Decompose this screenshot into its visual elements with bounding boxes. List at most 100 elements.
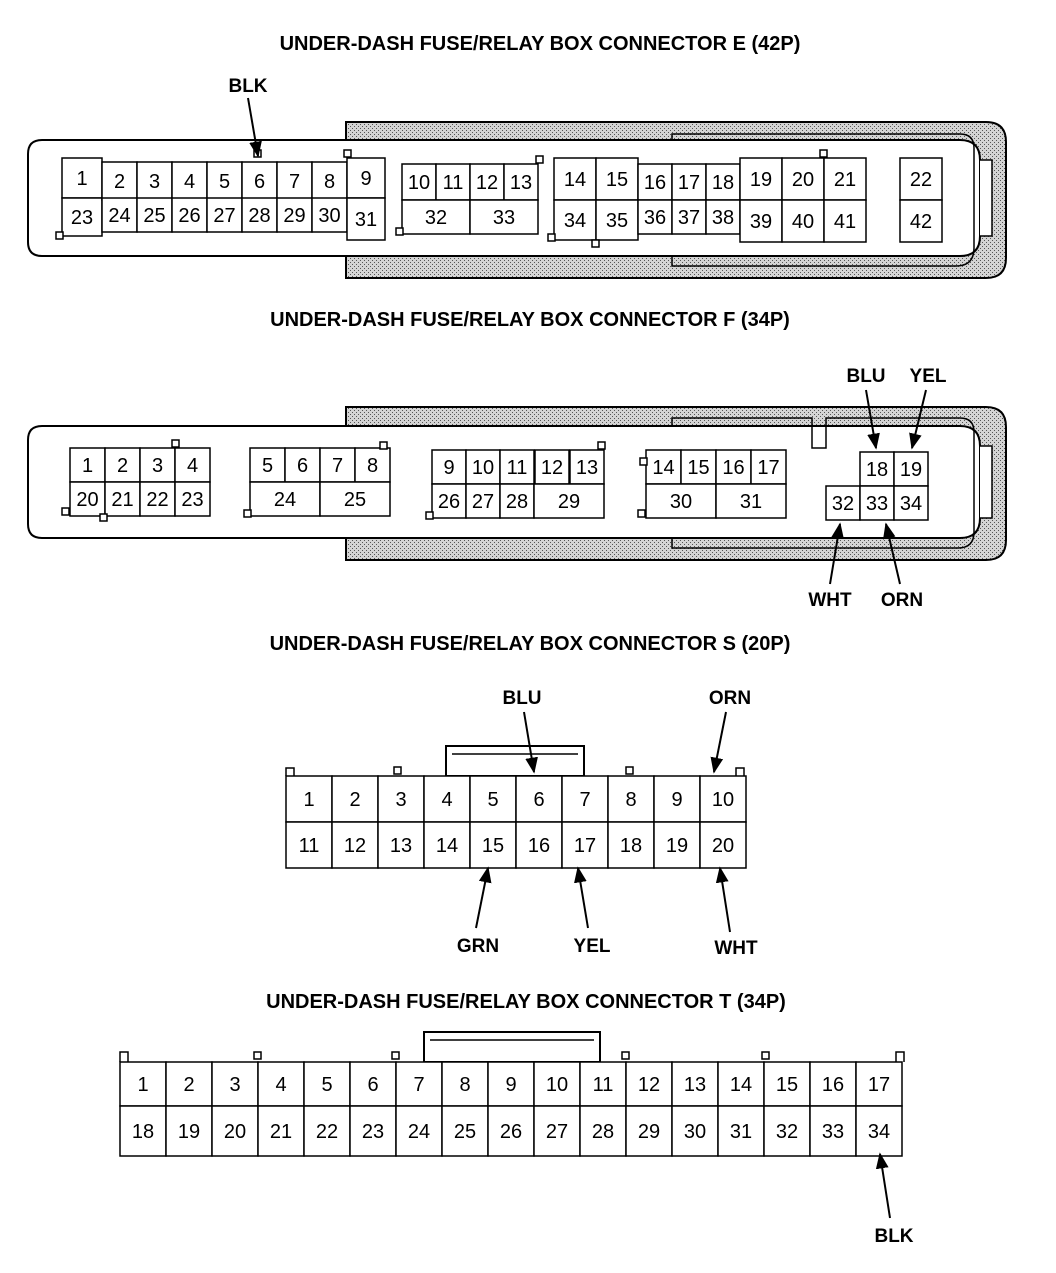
pin-label: 4	[441, 789, 452, 811]
pin-cell: 4	[257, 1061, 305, 1107]
pin-label: 22	[910, 169, 932, 191]
pin-cell: 29	[533, 483, 605, 519]
pin-label: 14	[730, 1074, 752, 1096]
pin-label: 13	[684, 1074, 706, 1096]
pin-label: 31	[740, 491, 762, 513]
pin-cell: 23	[174, 481, 211, 517]
pin-cell: 12	[625, 1061, 673, 1107]
pin-cell: 18	[705, 163, 741, 201]
pin-label: 42	[910, 211, 932, 233]
pin-label: 20	[712, 835, 734, 857]
pin-cell: 15	[680, 449, 717, 485]
pin-cell: 2	[101, 161, 138, 201]
pin-cell: 30	[671, 1105, 719, 1157]
pin-label: 15	[776, 1074, 798, 1096]
wire-arrow-s-blu	[523, 711, 538, 774]
pin-label: 21	[111, 489, 133, 511]
pin-label: 2	[114, 171, 125, 193]
pin-label: 38	[712, 207, 734, 229]
pin-label: 3	[395, 789, 406, 811]
pin-label: 7	[413, 1074, 424, 1096]
pin-cell: 22	[899, 157, 943, 201]
pin-label: 31	[355, 209, 377, 231]
wire-label-f-yel: YEL	[910, 366, 947, 387]
pin-label: 12	[541, 457, 563, 479]
pin-cell: 28	[499, 483, 535, 519]
pin-cell: 33	[469, 199, 539, 235]
pin-label: 27	[472, 491, 494, 513]
pin-label: 40	[792, 211, 814, 233]
pin-cell: 34	[855, 1105, 903, 1157]
pin-label: 5	[262, 455, 273, 477]
pin-cell: 16	[715, 449, 752, 485]
pin-cell: 28	[579, 1105, 627, 1157]
pin-cell: 17	[671, 163, 707, 201]
pin-cell: 29	[276, 197, 313, 233]
wire-label-s-yel: YEL	[574, 936, 611, 957]
wire-label-f-wht: WHT	[808, 590, 852, 611]
pin-cell: 32	[825, 485, 861, 521]
pin-cell: 24	[101, 197, 138, 233]
pin-label: 30	[670, 491, 692, 513]
pin-label: 8	[459, 1074, 470, 1096]
pin-label: 23	[71, 207, 93, 229]
pin-cell: 8	[354, 447, 391, 483]
pin-label: 9	[443, 457, 454, 479]
pin-label: 6	[367, 1074, 378, 1096]
pin-label: 10	[472, 457, 494, 479]
wire-arrow-f-yel	[909, 389, 927, 450]
pin-cell: 33	[859, 485, 895, 521]
pin-label: 18	[866, 459, 888, 481]
pin-label: 13	[510, 172, 532, 194]
pin-cell: 18	[859, 451, 895, 487]
pin-cell: 15	[469, 821, 517, 869]
pin-cell: 25	[441, 1105, 489, 1157]
pin-cell: 20	[781, 157, 825, 201]
pin-cell: 10	[699, 775, 747, 823]
pin-cell: 12	[469, 163, 505, 201]
lock-tab	[395, 227, 404, 236]
pin-label: 18	[620, 835, 642, 857]
pin-cell: 6	[284, 447, 321, 483]
wire-label-s-orn: ORN	[709, 688, 751, 709]
lock-tab	[379, 441, 388, 450]
pin-cell: 22	[303, 1105, 351, 1157]
pin-cell: 12	[534, 449, 570, 485]
pin-cell: 2	[165, 1061, 213, 1107]
lock-tab	[253, 1051, 262, 1060]
pin-label: 17	[757, 457, 779, 479]
pin-label: 33	[866, 493, 888, 515]
pin-cell: 27	[533, 1105, 581, 1157]
wire-arrow-s-grn	[475, 866, 492, 929]
pin-cell: 12	[331, 821, 379, 869]
pin-label: 1	[76, 168, 87, 190]
wire-label-s-blu: BLU	[502, 688, 541, 709]
pin-label: 12	[476, 172, 498, 194]
pin-cell: 21	[257, 1105, 305, 1157]
pin-label: 12	[638, 1074, 660, 1096]
wire-label-f-blu: BLU	[846, 366, 885, 387]
pin-label: 14	[436, 835, 458, 857]
pin-cell: 17	[750, 449, 787, 485]
pin-cell: 4	[423, 775, 471, 823]
pin-cell: 31	[717, 1105, 765, 1157]
pin-label: 34	[868, 1121, 890, 1143]
lock-tab	[343, 149, 352, 158]
pin-cell: 29	[625, 1105, 673, 1157]
pin-label: 29	[283, 205, 305, 227]
pin-cell: 20	[699, 821, 747, 869]
pin-cell: 14	[717, 1061, 765, 1107]
wire-arrow-f-orn	[883, 522, 901, 585]
connector-t-title: UNDER-DASH FUSE/RELAY BOX CONNECTOR T (3…	[266, 991, 786, 1013]
pin-label: 17	[678, 172, 700, 194]
pin-cell: 19	[739, 157, 783, 201]
pin-cell: 7	[319, 447, 356, 483]
pin-cell: 7	[561, 775, 609, 823]
pin-label: 7	[579, 789, 590, 811]
wire-label-t-blk: BLK	[874, 1226, 913, 1247]
pin-label: 19	[178, 1121, 200, 1143]
lock-tab	[639, 457, 648, 466]
pin-label: 11	[593, 1074, 614, 1096]
pin-label: 10	[712, 789, 734, 811]
